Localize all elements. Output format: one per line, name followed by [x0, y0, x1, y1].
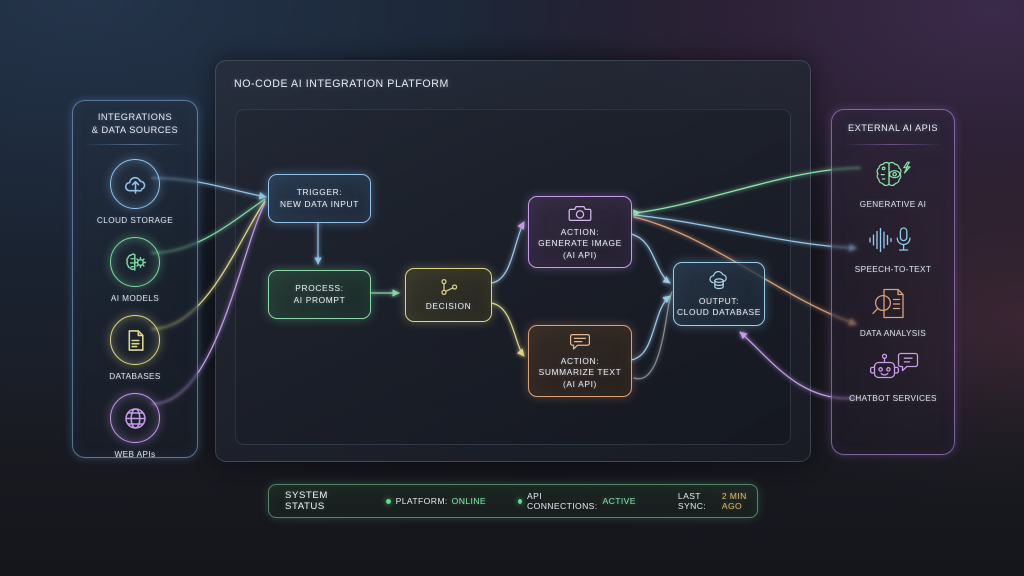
chat-bubble-icon	[569, 332, 591, 352]
external-apis-list: GENERATIVE AI SPEECH-TO-TEXT	[832, 145, 954, 403]
flow-node-process[interactable]: PROCESS: AI PROMPT	[268, 270, 371, 319]
divider	[842, 143, 944, 145]
flow-node-line: NEW DATA INPUT	[280, 198, 359, 209]
flow-node-line: PROCESS:	[295, 283, 344, 294]
cloud-database-icon	[706, 270, 732, 292]
flow-node-line: AI PROMPT	[293, 294, 346, 305]
integrations-panel: INTEGRATIONS & DATA SOURCES CLOUD STORAG…	[72, 100, 198, 459]
magnifier-doc-icon	[870, 282, 916, 326]
source-label: CLOUD STORAGE	[96, 216, 174, 226]
source-item-databases[interactable]: DATABASES	[73, 315, 197, 381]
flow-node-line: GENERATE IMAGE	[538, 238, 622, 249]
status-key: LAST SYNC:	[677, 491, 707, 511]
flow-node-line: SUMMARIZE TEXT	[538, 367, 622, 378]
integrations-panel-title-line2: & DATA SOURCES	[91, 124, 179, 135]
external-apis-panel-title: EXTERNAL AI APIS	[848, 123, 938, 133]
api-label: CHATBOT SERVICES	[849, 393, 937, 403]
flow-node-output[interactable]: OUTPUT: CLOUD DATABASE	[673, 262, 765, 326]
api-item-generative-ai[interactable]: GENERATIVE AI	[832, 153, 954, 209]
flow-node-line: OUTPUT:	[698, 295, 740, 306]
camera-icon	[568, 203, 592, 223]
document-icon	[110, 315, 160, 366]
brain-bolt-icon	[870, 153, 916, 197]
status-key: PLATFORM:	[395, 496, 448, 506]
api-item-data-analysis[interactable]: DATA ANALYSIS	[832, 282, 954, 338]
status-item-api-connections: API CONNECTIONS: ACTIVE	[518, 491, 636, 511]
api-item-speech-to-text[interactable]: SPEECH-TO-TEXT	[832, 218, 954, 274]
page-title: NO-CODE AI INTEGRATION PLATFORM	[234, 78, 449, 90]
waveform-mic-icon	[867, 218, 919, 262]
source-item-web-apis[interactable]: WEB APIs	[73, 393, 197, 459]
source-label: DATABASES	[109, 372, 161, 382]
flow-node-line: TRIGGER:	[296, 187, 343, 198]
integrations-list: CLOUD STORAGE AI MODELS	[73, 145, 197, 459]
status-item-platform: PLATFORM: ONLINE	[385, 496, 486, 506]
source-item-cloud-storage[interactable]: CLOUD STORAGE	[73, 159, 197, 225]
status-bar-label: SYSTEM STATUS	[285, 490, 328, 512]
flow-node-summarize-text[interactable]: ACTION: SUMMARIZE TEXT (AI API)	[528, 325, 632, 397]
flow-node-line: (AI API)	[563, 249, 597, 260]
flow-node-trigger[interactable]: TRIGGER: NEW DATA INPUT	[268, 174, 371, 223]
status-value: ACTIVE	[602, 496, 636, 506]
integrations-panel-title-line1: INTEGRATIONS	[97, 112, 173, 122]
api-label: GENERATIVE AI	[859, 199, 927, 209]
flow-node-line: ACTION:	[560, 226, 600, 237]
flow-node-line: ACTION:	[560, 355, 600, 366]
divider	[83, 144, 187, 146]
external-apis-panel: EXTERNAL AI APIS GENERATIVE AI	[831, 109, 955, 455]
integrations-panel-title: INTEGRATIONS & DATA SOURCES	[73, 101, 197, 144]
globe-icon	[110, 393, 160, 444]
branch-node-icon	[437, 277, 461, 297]
status-bar: SYSTEM STATUS PLATFORM: ONLINE API CONNE…	[268, 484, 758, 518]
status-item-last-sync: LAST SYNC: 2 MIN AGO	[678, 491, 757, 511]
flow-node-line: CLOUD DATABASE	[676, 307, 762, 317]
api-item-chatbot-services[interactable]: CHATBOT SERVICES	[832, 347, 954, 403]
flow-node-line: (AI API)	[563, 378, 597, 389]
cloud-upload-icon	[110, 159, 160, 210]
source-item-ai-models[interactable]: AI MODELS	[73, 237, 197, 303]
brain-gear-icon	[110, 237, 160, 288]
api-label: DATA ANALYSIS	[859, 328, 927, 338]
source-label: WEB APIs	[114, 450, 156, 460]
flow-node-line: DECISION	[425, 301, 472, 312]
platform-panel: NO-CODE AI INTEGRATION PLATFORM	[215, 60, 811, 462]
flow-node-generate-image[interactable]: ACTION: GENERATE IMAGE (AI API)	[528, 196, 632, 268]
status-value: ONLINE	[451, 496, 486, 506]
status-key: API CONNECTIONS:	[527, 491, 598, 511]
source-label: AI MODELS	[110, 294, 160, 304]
flow-node-decision[interactable]: DECISION	[405, 268, 492, 322]
status-dot-icon	[518, 498, 523, 504]
robot-chat-icon	[866, 347, 920, 391]
status-dot-icon	[385, 498, 391, 504]
api-label: SPEECH-TO-TEXT	[854, 264, 932, 274]
status-value: 2 MIN AGO	[721, 491, 747, 511]
